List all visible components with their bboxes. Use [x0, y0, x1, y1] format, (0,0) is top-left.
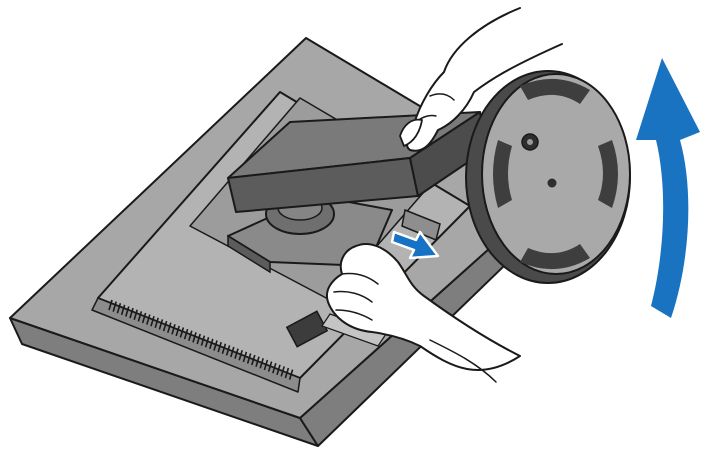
vent-slat: [221, 343, 227, 354]
vent-slat: [213, 340, 218, 351]
upper-hand-outline: [406, 7, 563, 152]
vent-slat: [154, 317, 159, 329]
base-screw-slot: [527, 139, 533, 145]
vent-slat: [175, 325, 180, 337]
vent-slat: [196, 333, 201, 345]
vent-slat: [259, 358, 264, 369]
vent-slat: [255, 356, 260, 367]
vent-slat: [225, 345, 231, 356]
rubber-pad: [520, 78, 590, 104]
vent-slat: [200, 335, 206, 346]
vent-slat: [234, 348, 239, 359]
arrow-right-icon: [390, 230, 440, 260]
vent-slat: [280, 366, 285, 377]
base-hole: [547, 178, 557, 188]
lower-hand-finger: [333, 290, 373, 303]
vent-slat: [192, 332, 197, 343]
vent-slat: [272, 362, 277, 374]
vent-slat: [112, 301, 117, 312]
vent-slat: [217, 341, 222, 353]
rubber-pad: [493, 140, 512, 208]
vent-slat: [146, 314, 151, 325]
vent-slat: [133, 309, 138, 320]
vent-slat: [204, 337, 210, 348]
side-slot: [401, 208, 441, 242]
stand-base: [465, 70, 631, 284]
vent-slat: [251, 354, 256, 366]
vent-slat: [150, 315, 155, 327]
curved-arrow-up-icon: [636, 58, 700, 318]
lower-hand-finger: [335, 309, 373, 321]
lower-hand-sleeve: [429, 339, 497, 383]
vent-slat: [137, 311, 143, 322]
vent-grille: [108, 299, 294, 380]
vent-slat: [284, 367, 290, 379]
vent-slat: [230, 346, 235, 358]
vent-slat: [158, 319, 164, 330]
vent-slat: [179, 327, 185, 338]
vent-slat: [238, 349, 243, 361]
port-block: [285, 310, 329, 348]
rubber-pad: [520, 244, 590, 270]
vent-slat: [188, 330, 193, 342]
vent-slat: [108, 299, 113, 311]
upper-hand-finger: [429, 93, 455, 101]
vent-slat: [141, 312, 147, 324]
upper-hand: [399, 7, 563, 152]
rotation-indicator: [636, 58, 700, 318]
lower-hand-outline: [326, 243, 521, 372]
vent-slat: [242, 351, 248, 363]
lower-hand-finger: [341, 272, 379, 285]
release-plate-edge: [227, 234, 271, 274]
vent-slat: [129, 307, 134, 319]
vent-slat: [120, 304, 126, 316]
vent-slat: [183, 328, 189, 340]
push-indicator: [390, 230, 440, 260]
vent-slat: [267, 361, 273, 372]
vent-slat: [288, 369, 294, 380]
lower-hand: [326, 243, 521, 383]
vent-slat: [167, 322, 172, 333]
vent-slat: [116, 303, 122, 314]
upper-hand-thumb: [399, 118, 423, 147]
vent-slat: [162, 320, 168, 332]
vent-slat: [125, 306, 130, 317]
vent-slat: [246, 353, 252, 364]
stand-base-face: [481, 73, 631, 275]
vent-slat: [276, 364, 281, 376]
vent-slat: [171, 324, 176, 335]
stand-neck: [227, 111, 487, 274]
rubber-pad: [598, 140, 618, 208]
vent-slat: [263, 359, 269, 371]
vent-slat: [209, 338, 214, 350]
